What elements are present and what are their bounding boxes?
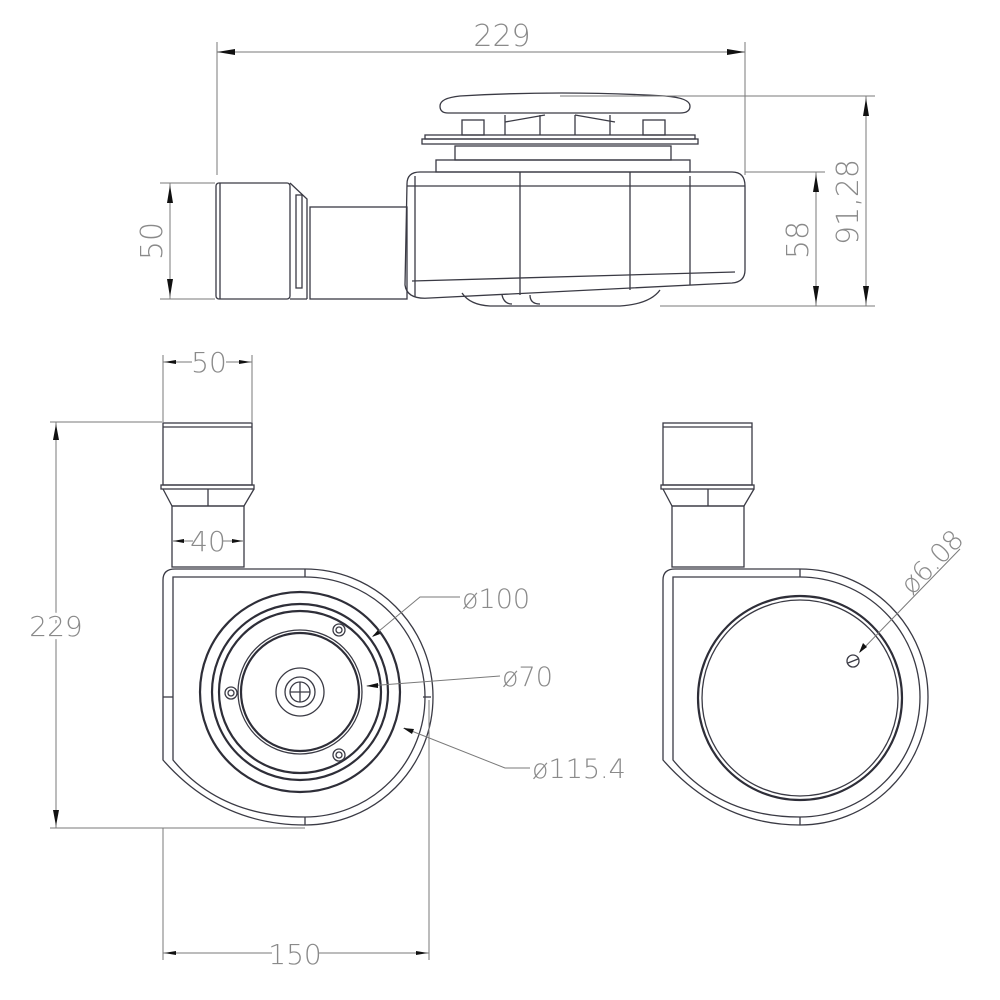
dim-top-length: 229	[29, 610, 82, 643]
dim-overall-height: 91,28	[831, 159, 866, 245]
dim-diameter-115: ø115.4	[532, 754, 626, 785]
dim-diameter-70: ø70	[502, 662, 553, 693]
dim-diameter-100: ø100	[462, 584, 530, 615]
top-view: 50 40	[26, 346, 626, 971]
dim-side-length: 229	[473, 19, 530, 54]
dim-top-width: 150	[268, 938, 321, 971]
dim-neck-width: 40	[190, 525, 226, 558]
cover-view: ø6.08	[660, 422, 971, 826]
dim-outlet-width: 50	[191, 346, 227, 379]
side-view: 229	[135, 19, 875, 307]
dim-outlet-height: 50	[135, 222, 170, 260]
dim-body-height: 58	[781, 221, 816, 259]
dim-screw-diameter: ø6.08	[895, 524, 971, 601]
